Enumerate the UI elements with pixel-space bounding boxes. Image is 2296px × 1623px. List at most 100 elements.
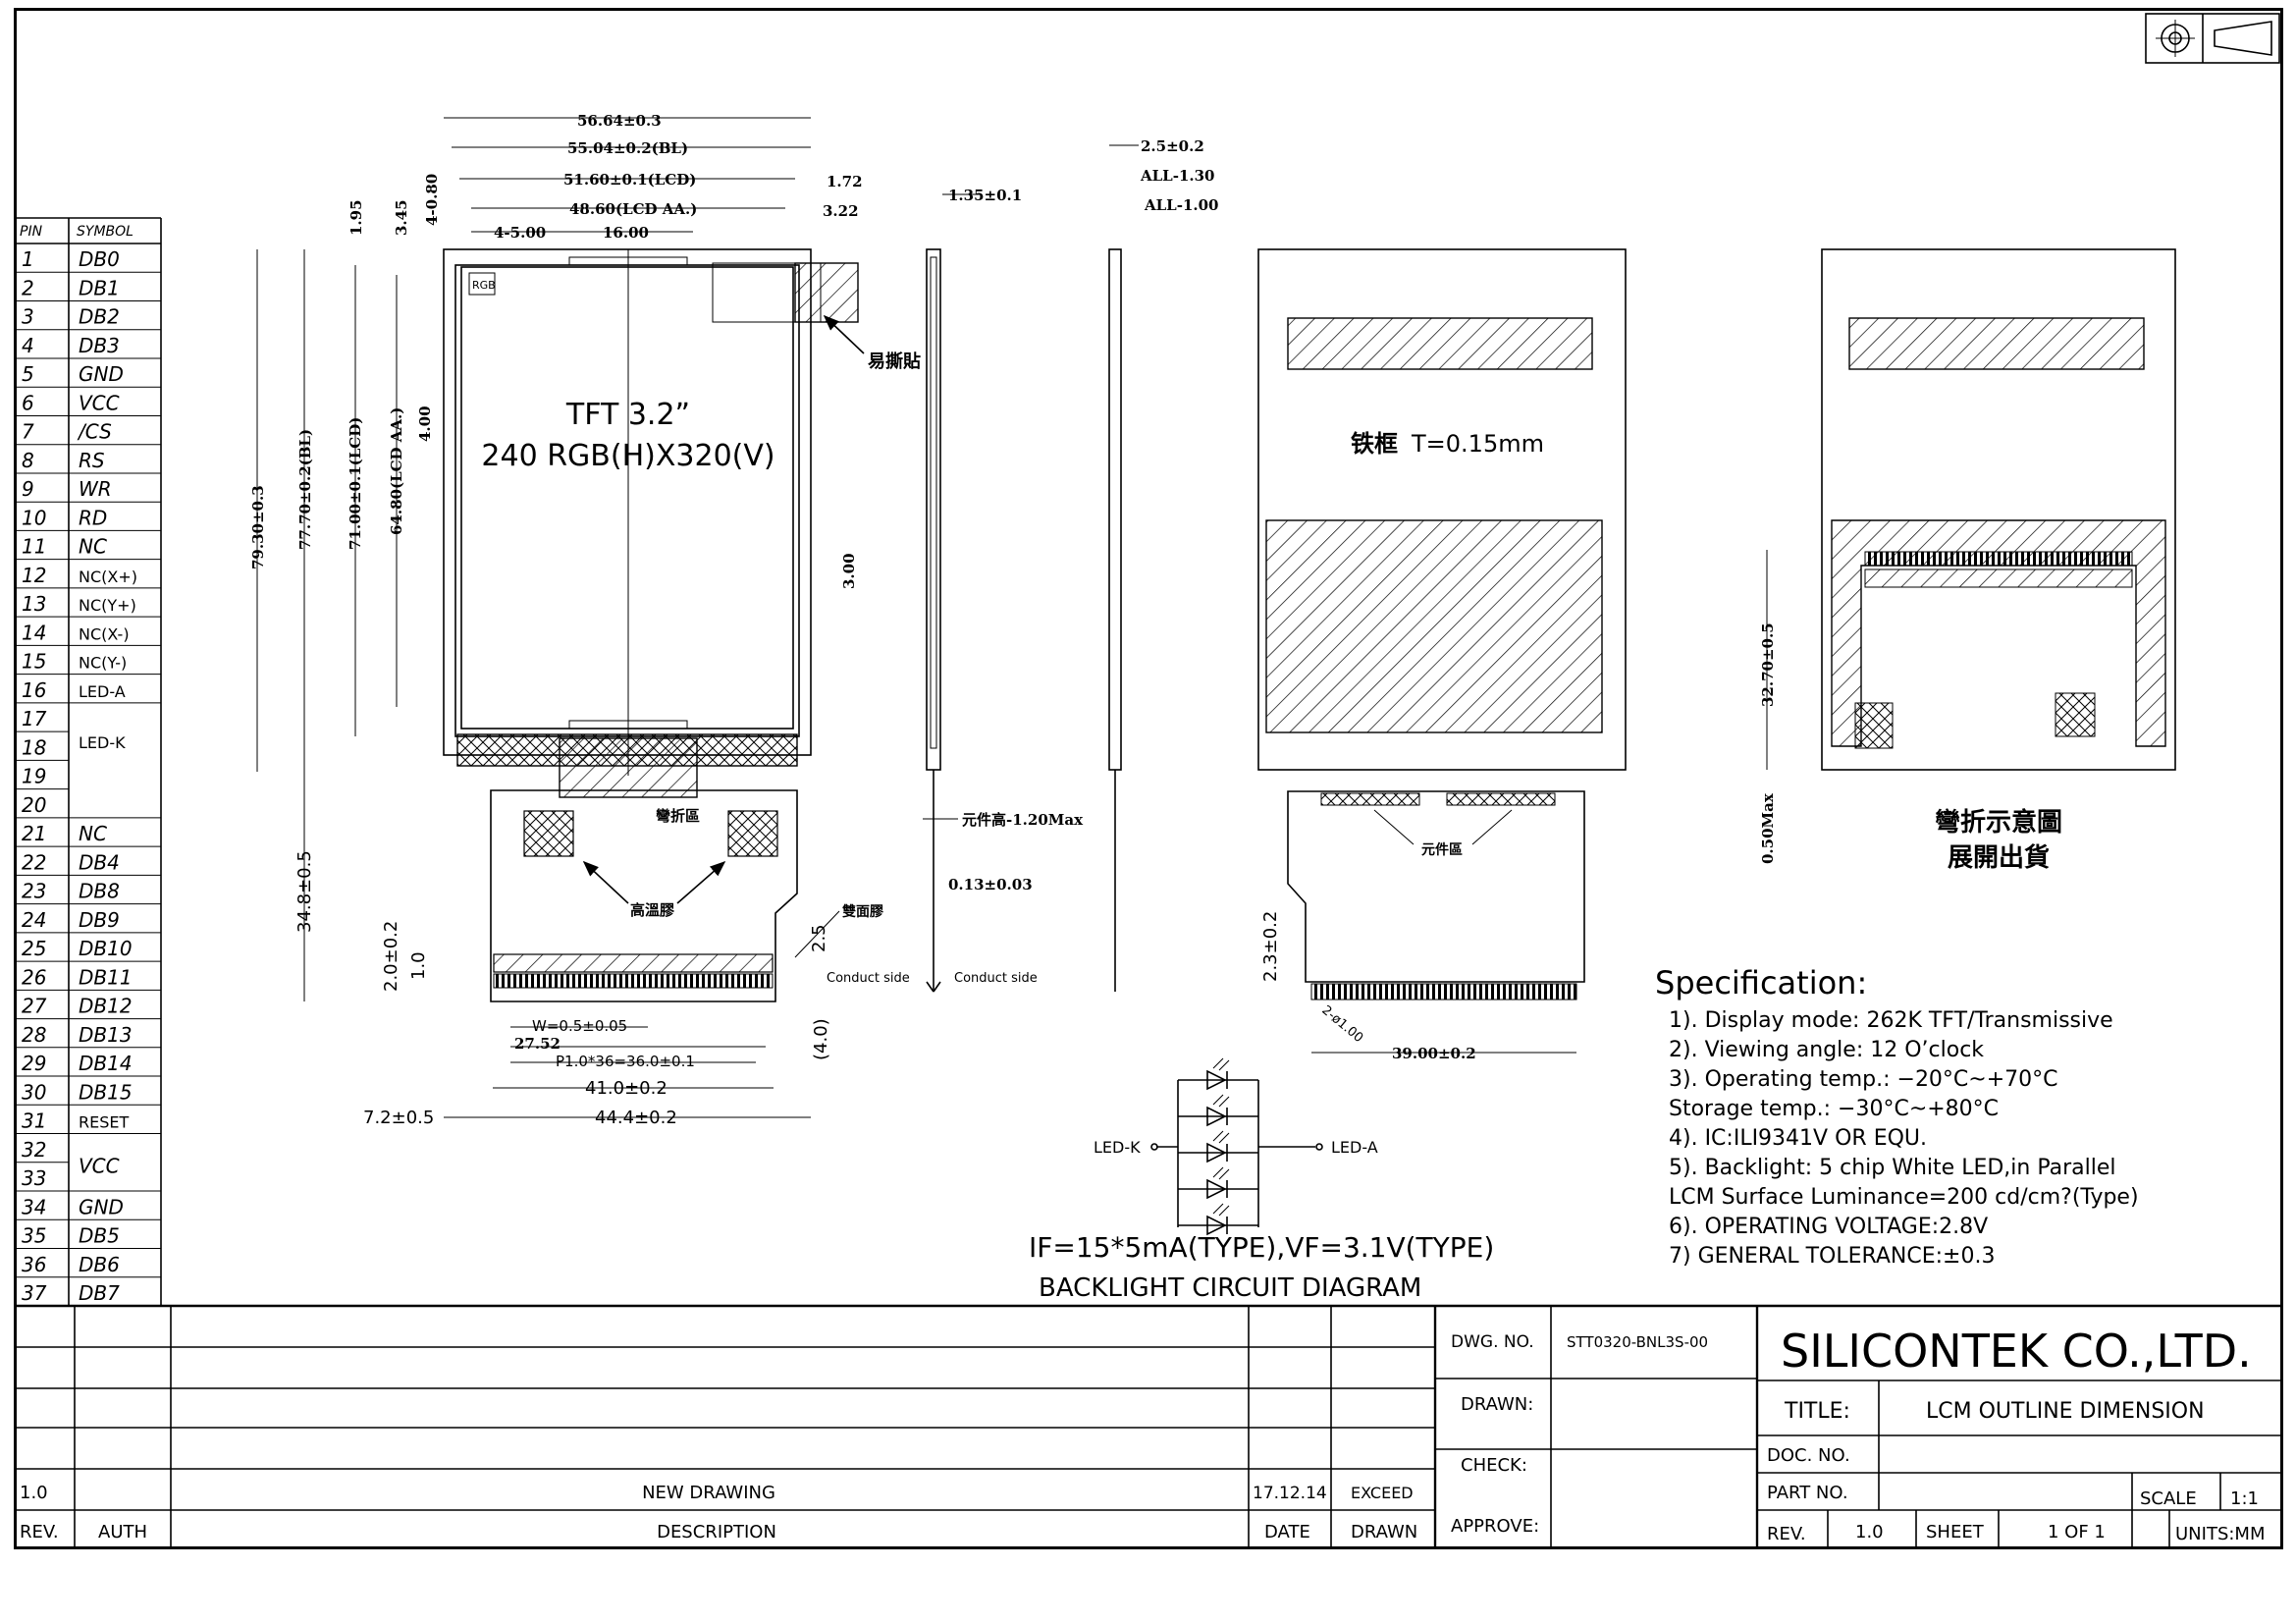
- led-emission-icon: [1212, 1166, 1230, 1180]
- pin-number: 9: [22, 477, 34, 501]
- spec-line: 6). OPERATING VOLTAGE:2.8V: [1669, 1215, 1988, 1239]
- pin-symbol: RD: [79, 506, 107, 529]
- pin-number: 23: [22, 880, 46, 903]
- dwg-no-label: DWG. NO.: [1451, 1332, 1534, 1352]
- pin-number: 18: [22, 735, 46, 759]
- spec-line: 3). Operating temp.: −20°C~+70°C: [1669, 1067, 2058, 1092]
- spec-line: LCM Surface Luminance=200 cd/cm?(Type): [1669, 1185, 2139, 1210]
- pin-symbol: RS: [79, 449, 105, 472]
- backlight-circuit: LED-K LED-A IF=15*5mA(TYPE),VF=3.1V(TYPE…: [1029, 1057, 1494, 1303]
- dim-top-offset-2: 3.45: [393, 199, 410, 236]
- rev-value: 1.0: [20, 1483, 48, 1503]
- led-diode-icon: [1206, 1215, 1227, 1236]
- col-rev: REV.: [20, 1522, 59, 1542]
- dim-holes: 2-ø1.00: [1318, 1003, 1365, 1047]
- pin-symbol: GND: [79, 362, 124, 386]
- pin-symbol: NC(Y-): [79, 654, 127, 673]
- symbol-header: SYMBOL: [77, 224, 133, 240]
- pin-number: 17: [22, 707, 47, 730]
- pin-number: 31: [22, 1109, 46, 1133]
- pin-number: 26: [22, 965, 46, 989]
- spec-line: 2). Viewing angle: 12 O’clock: [1669, 1038, 1984, 1062]
- pin-number: 13: [22, 592, 46, 616]
- col-drawn: DRAWN: [1351, 1522, 1417, 1542]
- led-diode-icon: [1206, 1106, 1227, 1127]
- pin-symbol: DB13: [79, 1023, 133, 1047]
- led-emission-icon: [1212, 1057, 1230, 1071]
- pin-number: 6: [22, 391, 34, 414]
- component-area-label: 元件區: [1421, 841, 1463, 858]
- pin-symbol: DB9: [79, 908, 120, 932]
- pin-header: PIN: [20, 224, 43, 240]
- dim-right-offset-1: 1.72: [827, 173, 863, 190]
- pin-symbol: DB8: [79, 880, 120, 903]
- dim-lcd-width: 51.60±0.1(LCD): [563, 171, 696, 189]
- dim-top-offset-1: 1.95: [347, 199, 365, 236]
- pin-number: 24: [22, 908, 46, 932]
- pin-number: 2: [22, 276, 34, 299]
- led-diode-icon: [1206, 1178, 1227, 1200]
- projection-symbol-icon: [2145, 13, 2280, 64]
- dim-fpc-thickness: 0.13±0.03: [948, 876, 1033, 893]
- pin-number: 7: [22, 420, 34, 444]
- dim-finger-length: 2.0±0.2: [381, 921, 401, 992]
- led-diode-icon: [1206, 1142, 1227, 1163]
- dim-lcd-height: 71.00±0.1(LCD): [347, 417, 364, 550]
- dim-fpc-width: 44.4±0.2: [595, 1108, 677, 1128]
- dim-side-tab: 3.00: [840, 553, 858, 589]
- scale-label: SCALE: [2140, 1488, 2197, 1509]
- dim-pin-offset: 27.52: [514, 1035, 561, 1053]
- pin-symbol: VCC: [79, 1154, 120, 1177]
- spec-heading: Specification:: [1655, 964, 1867, 1001]
- side-view: 1.35±0.1 元件高-1.20Max 0.13±0.03 2.5±0.2 A…: [923, 137, 1219, 993]
- fold-subtitle: 展開出貨: [1948, 842, 2050, 873]
- pin-number: 10: [22, 506, 46, 529]
- pin-symbol: DB2: [79, 305, 120, 329]
- spec-line: 5). Backlight: 5 chip White LED,in Paral…: [1669, 1156, 2116, 1180]
- iron-frame-outline: [1257, 248, 1627, 771]
- dim-aa-width: 48.60(LCD AA.): [569, 200, 697, 218]
- dim-bl-width: 55.04±0.2(BL): [567, 139, 688, 157]
- label-high-temp-tape: 高溫膠: [630, 901, 674, 919]
- rev-number: 1.0: [1855, 1522, 1884, 1542]
- backlight-spec: IF=15*5mA(TYPE),VF=3.1V(TYPE): [1029, 1231, 1494, 1264]
- drawing-title: LCM OUTLINE DIMENSION: [1926, 1399, 2205, 1424]
- pin-number: 11: [22, 535, 46, 559]
- specification: Specification: 1). Display mode: 262K TF…: [1655, 964, 2139, 1269]
- spec-line: 1). Display mode: 262K TFT/Transmissive: [1669, 1008, 2113, 1033]
- rev-date: 17.12.14: [1253, 1484, 1327, 1503]
- units: UNITS:MM: [2175, 1524, 2266, 1544]
- pin-number: 8: [22, 449, 34, 472]
- pin-symbol: DB12: [79, 995, 133, 1018]
- dim-fpc-bend: (4.0): [811, 1018, 831, 1060]
- pin-number: 27: [22, 995, 47, 1018]
- col-auth: AUTH: [98, 1522, 147, 1542]
- title-block: 1.0 NEW DRAWING 17.12.14 EXCEED REV. AUT…: [14, 1304, 2283, 1549]
- screen-size: TFT 3.2”: [565, 398, 690, 432]
- pin-symbol: DB10: [79, 937, 133, 960]
- pin-number: 32: [22, 1138, 46, 1162]
- pin-symbol: NC: [79, 535, 107, 559]
- pin-number: 3: [22, 305, 34, 329]
- col-date: DATE: [1264, 1522, 1310, 1542]
- led-emission-icon: [1212, 1203, 1230, 1217]
- fold-view: 32.70±0.5 0.50Max 彎折示意圖 展開出貨: [1759, 248, 2176, 873]
- fpc-tail: [490, 789, 798, 1002]
- pin-number: 33: [22, 1166, 46, 1190]
- pin-number: 28: [22, 1023, 46, 1047]
- check-label: CHECK:: [1461, 1455, 1527, 1476]
- dim-side-notch: 4.00: [416, 406, 434, 442]
- pin-number: 12: [22, 564, 46, 587]
- pin-symbol: LED-A: [79, 682, 126, 701]
- pin-symbol: DB15: [79, 1080, 133, 1104]
- rev-description: NEW DRAWING: [642, 1483, 775, 1503]
- pin-number: 16: [22, 678, 46, 702]
- approve-label: APPROVE:: [1451, 1516, 1539, 1537]
- pin-symbol: DB0: [79, 247, 120, 271]
- pin-symbol: DB11: [79, 965, 133, 989]
- conduct-side-a: Conduct side: [827, 971, 910, 986]
- pin-symbol: DB1: [79, 276, 120, 299]
- dim-component-height: 元件高-1.20Max: [962, 811, 1084, 829]
